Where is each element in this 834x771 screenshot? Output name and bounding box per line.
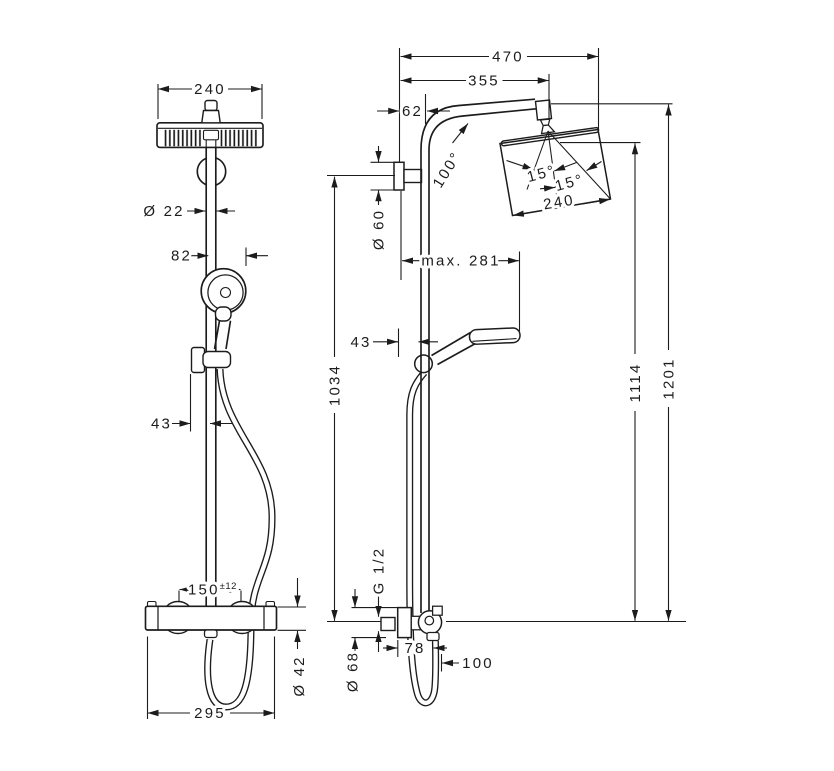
dim-outlet-offset: 78 bbox=[404, 640, 425, 657]
pipe-swivel-ring-front bbox=[196, 155, 227, 188]
wall-bracket-side bbox=[393, 161, 423, 191]
dim-head-tilt-inner: 15° bbox=[525, 162, 558, 186]
dim-head-depth: 240 bbox=[542, 191, 576, 213]
dim-wall-to-pipe: 62 bbox=[402, 103, 423, 120]
dim-height-to-bracket: 1034 bbox=[327, 364, 344, 406]
dim-max-projection: max. 281 bbox=[421, 253, 500, 270]
side-dimensions: 470 355 62 100° 15° 15° 240 Ø 60 bbox=[324, 46, 686, 695]
head-connector-knob bbox=[204, 99, 218, 112]
thermostat-body bbox=[144, 605, 278, 631]
top-reference-lines bbox=[551, 103, 673, 144]
dim-pipe-diameter: Ø 22 bbox=[143, 203, 184, 220]
hose-side bbox=[406, 370, 440, 707]
dim-arm-angle: 100° bbox=[430, 148, 466, 191]
dim-head-width: 240 bbox=[194, 81, 226, 98]
dim-supply-centres: 150±12 bbox=[188, 581, 237, 599]
spray-angle-lines bbox=[526, 130, 611, 199]
dim-height-total: 1201 bbox=[661, 357, 678, 399]
dim-projection-total: 470 bbox=[492, 49, 524, 66]
hand-shower-front bbox=[200, 267, 247, 350]
overhead-shower-front bbox=[156, 99, 264, 149]
dim-escutcheon-diameter: Ø 68 bbox=[345, 651, 362, 692]
dim-hand-shower-offset: 82 bbox=[171, 248, 192, 265]
dim-hose-offset: 100 bbox=[462, 655, 494, 672]
arm-nut bbox=[534, 99, 553, 121]
hand-shower-holder-front bbox=[190, 346, 232, 374]
dim-connection-thread: G 1/2 bbox=[371, 547, 388, 595]
hose-outlet-front bbox=[203, 629, 218, 639]
dim-mixer-diameter: Ø 42 bbox=[291, 655, 308, 696]
dim-projection-pivot: 355 bbox=[468, 73, 500, 90]
spray-face-slats-right bbox=[220, 129, 258, 147]
shower-pipe-side bbox=[420, 98, 537, 614]
dim-holder-depth: 43 bbox=[350, 334, 371, 351]
wall-connection-side bbox=[380, 605, 443, 642]
dim-bracket-diameter: Ø 60 bbox=[371, 209, 388, 250]
shower-pipe-front bbox=[205, 147, 217, 607]
dim-mixer-width: 295 bbox=[194, 705, 226, 722]
wall-supply-stub bbox=[380, 616, 396, 632]
hose-front bbox=[204, 368, 276, 711]
spray-face-slats-left bbox=[163, 129, 202, 147]
thermostat-mixer-front bbox=[144, 600, 278, 639]
hand-shower-head-side bbox=[468, 327, 521, 345]
hand-shower-side bbox=[413, 327, 521, 374]
holder-pivot-ball bbox=[413, 354, 434, 374]
spray-face-side bbox=[499, 128, 612, 217]
front-view: 240 Ø 22 82 43 150±12 Ø 42 295 bbox=[140, 78, 311, 725]
dim-holder-to-pipe: 43 bbox=[151, 416, 172, 433]
front-dimensions: 240 Ø 22 82 43 150±12 Ø 42 295 bbox=[140, 78, 311, 725]
side-view: 470 355 62 100° 15° 15° 240 Ø 60 bbox=[324, 46, 686, 707]
dim-height-to-head: 1114 bbox=[627, 363, 644, 403]
hose-outlet-side bbox=[426, 631, 440, 642]
connection-escutcheon-side bbox=[396, 606, 413, 639]
